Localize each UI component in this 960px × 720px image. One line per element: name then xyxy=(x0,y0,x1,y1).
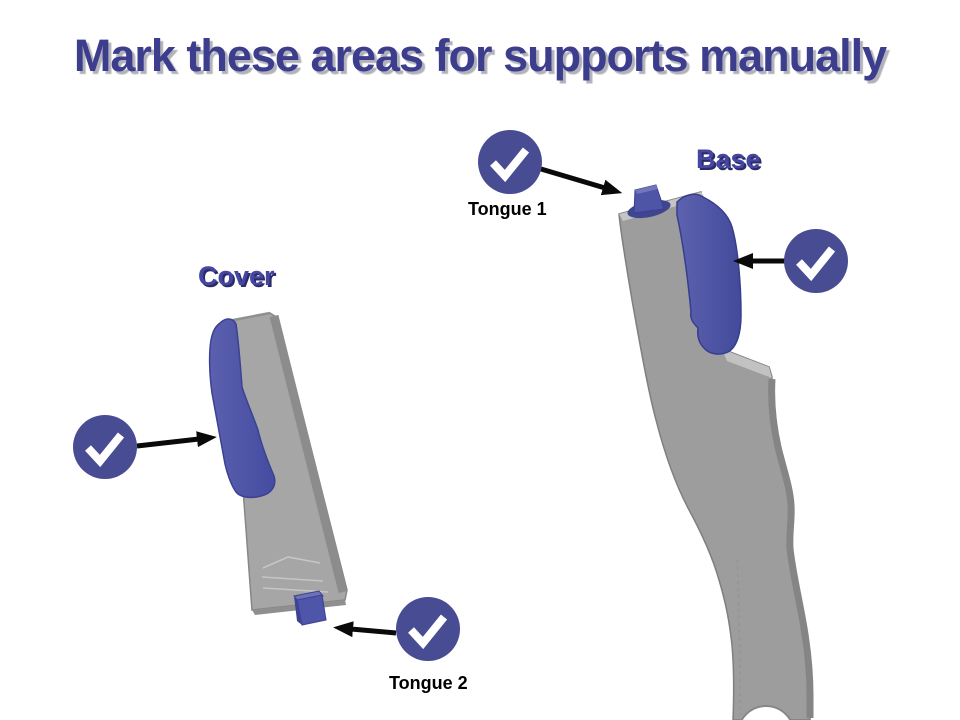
base-support-area xyxy=(676,193,742,355)
check-badge-cover-side xyxy=(73,415,137,479)
arrow-cover-side xyxy=(136,431,217,449)
base-hole xyxy=(740,705,792,720)
check-badge-tongue2 xyxy=(396,597,460,661)
cover-tongue xyxy=(293,590,327,626)
cover-label: Cover xyxy=(198,261,275,291)
base-inner-seam xyxy=(736,559,741,716)
check-icon xyxy=(408,614,448,650)
cover-right-edge-shade xyxy=(269,314,348,594)
arrow-tongue1 xyxy=(540,166,623,196)
cover-bottom-face xyxy=(252,600,346,615)
arrow-tongue2 xyxy=(333,621,397,638)
cover-engraved-marks xyxy=(261,556,329,593)
base-tongue-knob xyxy=(627,184,671,219)
tongue2-label: Tongue 2 xyxy=(389,673,468,693)
check-icon xyxy=(796,246,836,282)
cover-body xyxy=(222,312,348,611)
cover-top-edge xyxy=(222,311,271,324)
check-badge-base-side xyxy=(784,229,848,293)
check-icon xyxy=(490,147,530,183)
cover-support-area xyxy=(208,318,276,499)
base-label: Base xyxy=(696,144,761,174)
check-icon xyxy=(85,432,125,468)
base-right-edge-shade xyxy=(768,378,814,718)
base-top-face xyxy=(619,192,705,221)
check-badge-tongue1 xyxy=(478,130,542,194)
base-body xyxy=(618,191,811,720)
slide-title: Mark these areas for supports manually xyxy=(73,30,887,81)
cover-part-illustration xyxy=(208,311,348,626)
base-notch-face xyxy=(722,349,772,378)
tongue1-label: Tongue 1 xyxy=(468,199,547,219)
